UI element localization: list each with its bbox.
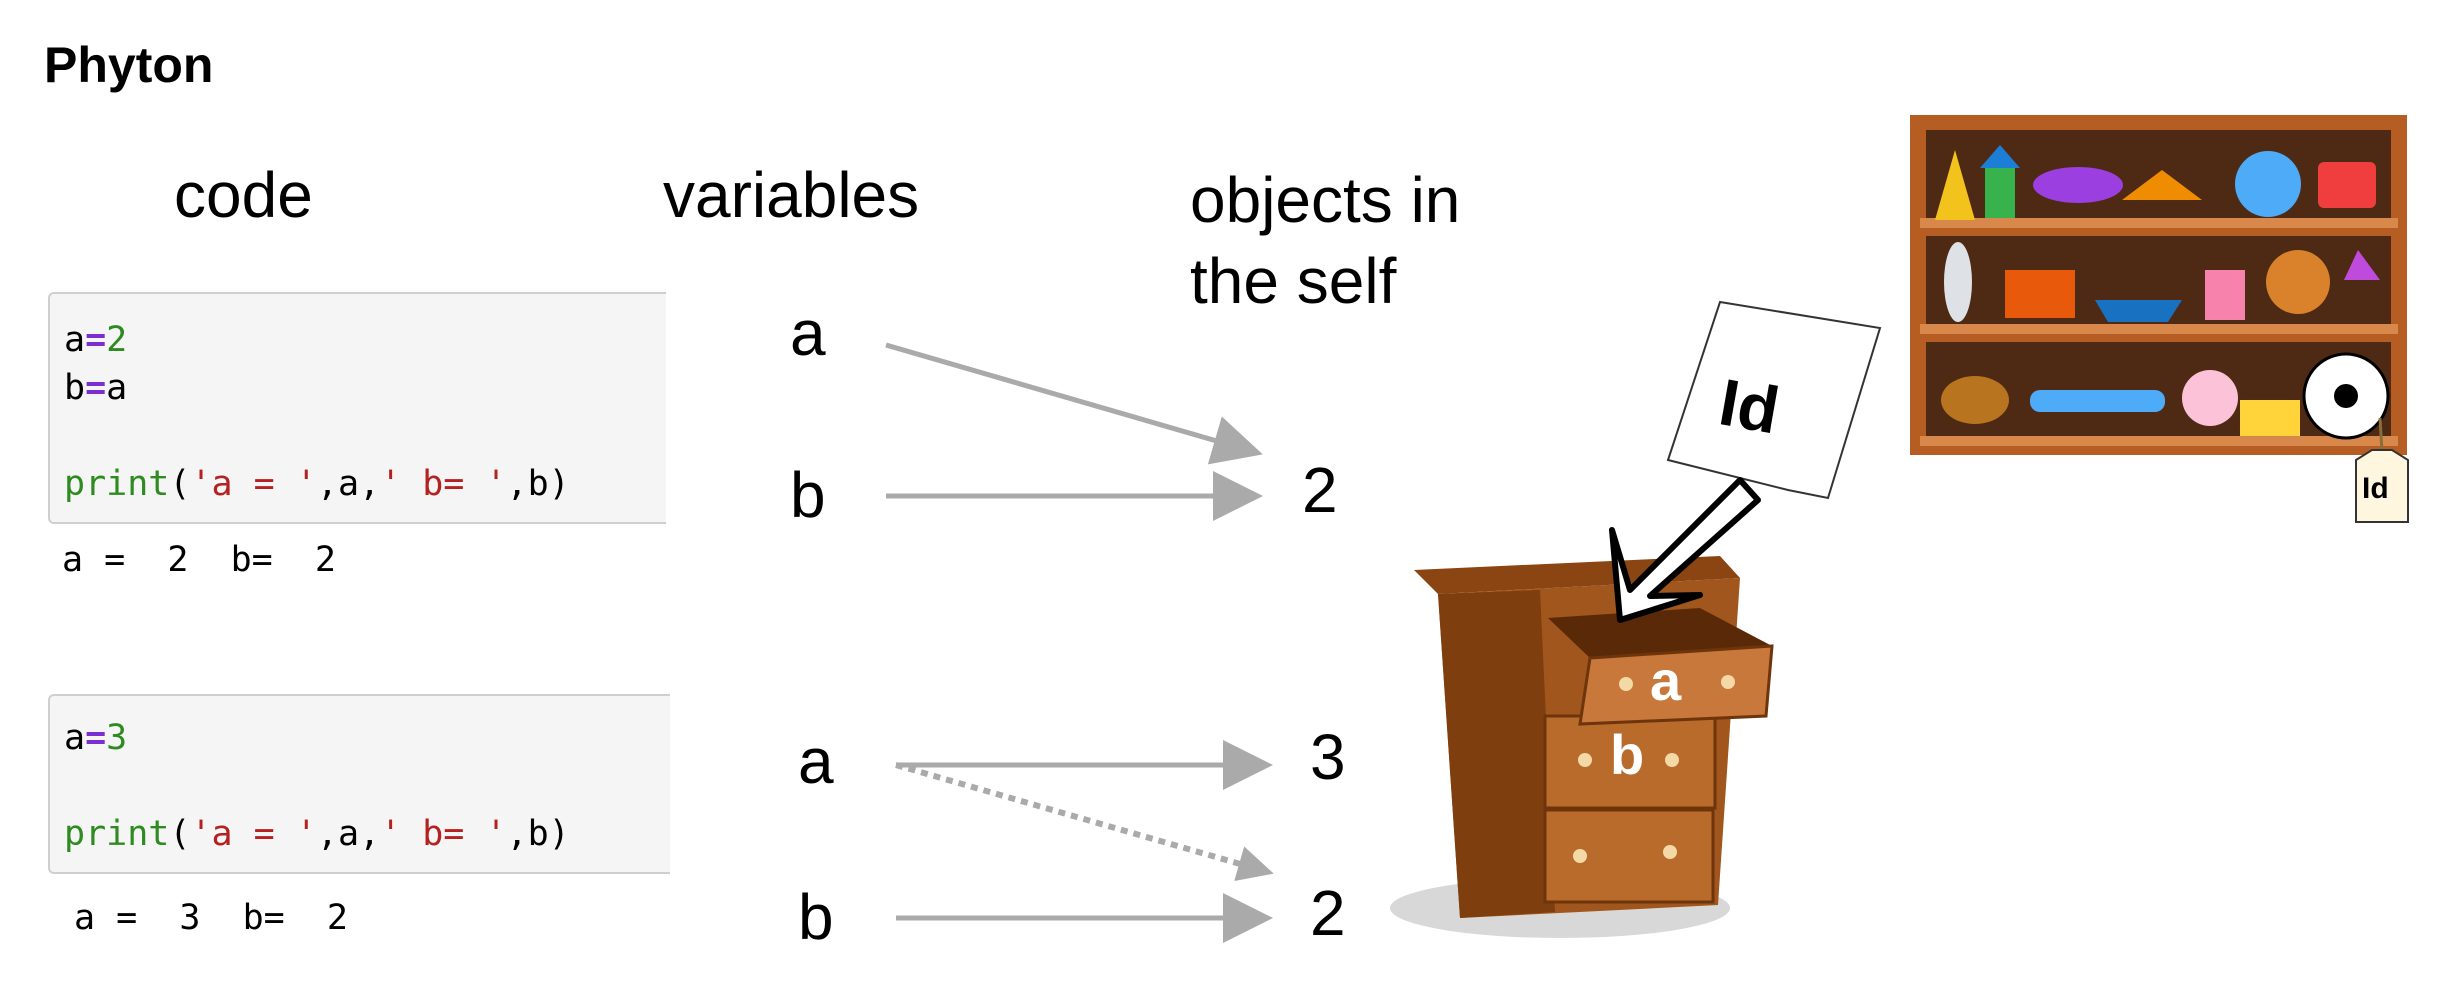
code-token: = <box>85 320 107 360</box>
code-cell-1-output: a = 2 b= 2 <box>62 540 336 580</box>
code-token: = <box>85 368 107 408</box>
code-token: = <box>85 718 107 758</box>
variable-a-2: a <box>798 725 834 797</box>
variable-b-2: b <box>798 881 834 953</box>
variable-b-1: b <box>790 459 826 531</box>
code-line: b=a <box>64 364 570 412</box>
code-token: ' b= ' <box>380 814 507 854</box>
drawer-b-label: b <box>1610 723 1645 786</box>
object-2-first: 2 <box>1302 454 1338 526</box>
code-line: a=2 <box>64 316 570 364</box>
code-token: 'a = ' <box>190 814 317 854</box>
code-token: a <box>106 368 128 408</box>
arrow-a-to-2 <box>885 342 1263 465</box>
code-line: print('a = ',a,' b= ',b) <box>64 460 570 508</box>
code-token: ,b) <box>506 464 570 504</box>
code-cell-2-source: a=3 print('a = ',a,' b= ',b) <box>64 714 570 858</box>
object-2-second: 2 <box>1310 877 1346 949</box>
code-token: ( <box>169 814 191 854</box>
code-token: 2 <box>106 320 128 360</box>
code-token: ' b= ' <box>380 464 507 504</box>
code-token: ( <box>169 464 191 504</box>
code-token: ,a, <box>316 464 381 504</box>
code-token: b <box>64 368 86 408</box>
code-token: ,a, <box>316 814 381 854</box>
code-token: print <box>64 814 170 854</box>
code-token: a <box>64 320 86 360</box>
object-3: 3 <box>1310 721 1346 793</box>
code-token: 3 <box>106 718 128 758</box>
code-cell-2-output: a = 3 b= 2 <box>74 898 348 938</box>
shelf-tag-id-label: Id <box>2362 472 2389 505</box>
code-line: a=3 <box>64 714 570 762</box>
variables-column-header: variables <box>663 159 920 231</box>
drawer-a-label: a <box>1650 649 1682 712</box>
variable-a-1: a <box>790 297 826 369</box>
code-token: print <box>64 464 170 504</box>
page-title: Phyton <box>44 37 214 93</box>
code-column-header: code <box>174 159 313 231</box>
code-line: print('a = ',a,' b= ',b) <box>64 810 570 858</box>
code-cell-2[interactable]: a=3 print('a = ',a,' b= ',b) <box>48 694 670 874</box>
code-token: ,b) <box>506 814 570 854</box>
objects-column-header: objects in the self <box>1190 164 1461 317</box>
code-token: 'a = ' <box>190 464 317 504</box>
code-token: a <box>64 718 86 758</box>
